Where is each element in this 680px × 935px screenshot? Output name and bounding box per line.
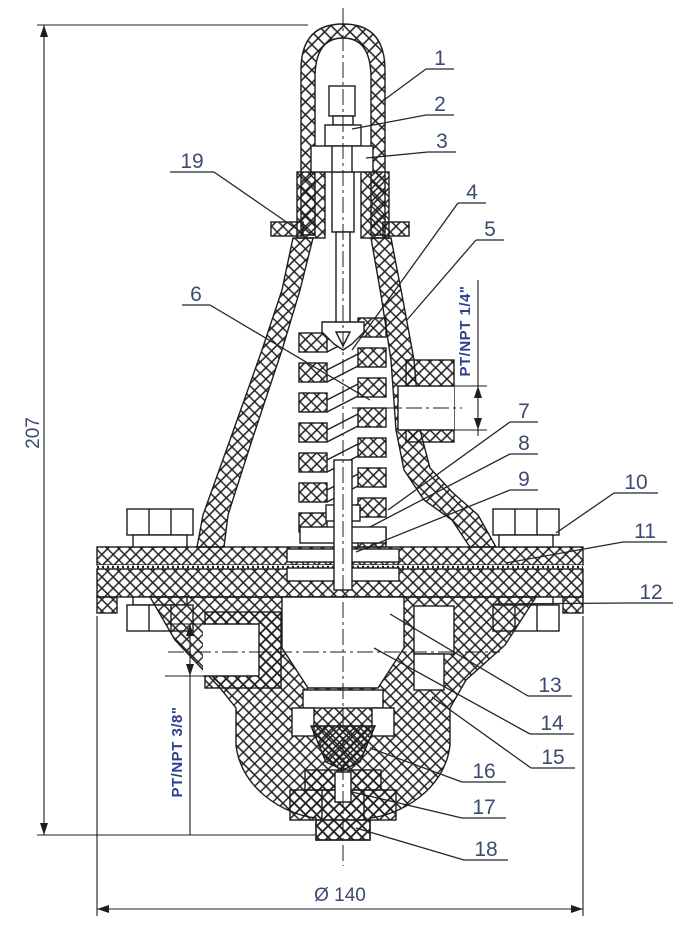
callout-leader-9	[355, 489, 511, 553]
center-lines	[168, 8, 500, 866]
port-dimension-outlet: PT/NPT 3/8"	[165, 623, 207, 835]
callout-leader-4	[351, 202, 459, 351]
part-number-8: 8	[518, 432, 530, 455]
diameter-dimension-label: Ø 140	[314, 885, 366, 906]
callout-leader-8	[369, 453, 511, 528]
callout-leader-6	[209, 304, 371, 401]
part-number-16: 16	[472, 760, 495, 783]
callout-leader-5	[405, 239, 477, 322]
part-number-19: 19	[180, 150, 203, 173]
outlet-port-label: PT/NPT 3/8"	[169, 707, 186, 798]
part-number-13: 13	[538, 674, 561, 697]
callout-leader-12	[494, 602, 630, 605]
part-number-18: 18	[474, 838, 497, 861]
spring-housing	[196, 237, 498, 548]
part-number-1: 1	[434, 47, 446, 70]
gauge-port-label: PT/NPT 1/4"	[457, 286, 474, 377]
callout-leader-19	[213, 171, 299, 231]
part-number-11: 11	[634, 520, 656, 543]
dimension-diameter: Ø 140	[96, 616, 584, 916]
part-number-10: 10	[624, 471, 647, 494]
part-number-15: 15	[541, 746, 564, 769]
callout-leader-14	[373, 647, 531, 735]
callout-leader-3	[365, 151, 429, 159]
callout-leader-16	[369, 747, 463, 783]
part-number-14: 14	[540, 712, 564, 735]
part-number-3: 3	[436, 130, 448, 153]
callout-leader-18	[355, 827, 465, 861]
part-number-9: 9	[518, 468, 530, 491]
callout-leader-2	[351, 114, 427, 130]
part-number-2: 2	[434, 93, 446, 116]
callout-leader-17	[351, 791, 463, 819]
outlet-port-boss	[203, 611, 282, 689]
part-number-6: 6	[190, 283, 202, 306]
part-number-12: 12	[639, 581, 662, 604]
part-number-7: 7	[518, 400, 530, 423]
callout-leader-15	[431, 696, 532, 769]
lock-nut	[310, 145, 374, 173]
dimension-height: 207	[23, 24, 316, 836]
height-dimension-label: 207	[23, 417, 44, 449]
callout-leader-13	[389, 613, 529, 697]
part-number-4: 4	[466, 181, 478, 204]
port-dimension-gauge: PT/NPT 1/4"	[448, 280, 487, 436]
callout-leader-11	[505, 541, 624, 564]
part-number-5: 5	[484, 218, 496, 241]
part-number-17: 17	[472, 796, 495, 819]
callout-leader-10	[555, 492, 615, 534]
callout-leader-1	[383, 68, 427, 101]
callout-leader-7	[387, 421, 511, 511]
